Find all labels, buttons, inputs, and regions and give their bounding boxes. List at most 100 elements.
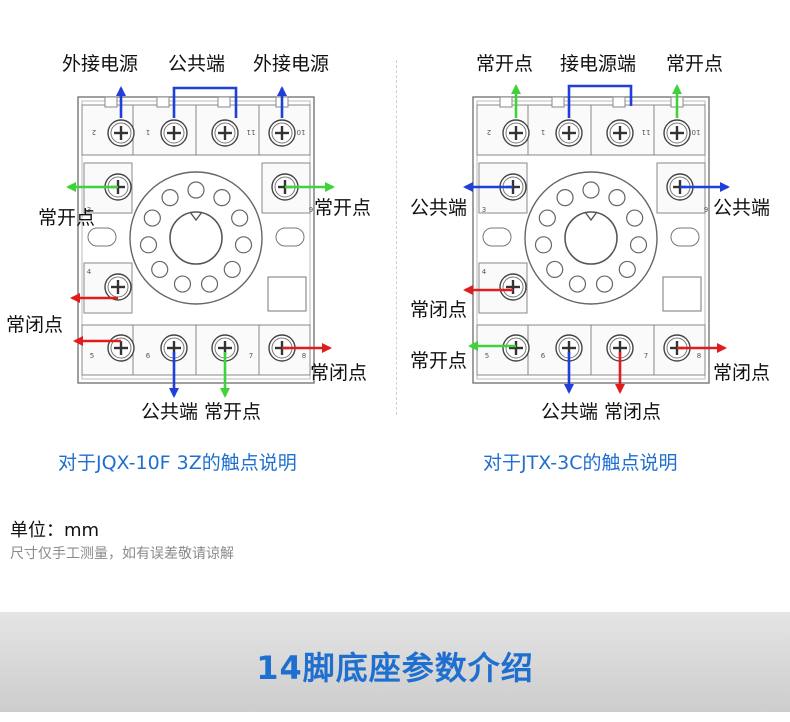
common-bracket xyxy=(567,84,633,118)
label-side-left-mid: 常闭点 xyxy=(410,299,468,321)
label-top-left: 外接电源 xyxy=(62,53,139,75)
arrow-nc-left-head xyxy=(70,293,80,303)
pin-hole xyxy=(151,260,169,279)
terminal-number: 8 xyxy=(302,352,306,360)
terminal-screw-ring xyxy=(666,122,688,144)
arrow-power-right-head xyxy=(277,86,287,96)
mount-tab xyxy=(267,276,307,312)
diagram-divider xyxy=(396,60,397,415)
strip-tab xyxy=(551,96,565,108)
arrow-no-bottom-head xyxy=(220,388,230,398)
pin-hole xyxy=(143,209,161,227)
terminal-number: 11 xyxy=(642,128,651,136)
center-key-hole xyxy=(564,211,618,265)
label-side-left-lower: 常闭点 xyxy=(6,314,64,336)
socket-inner-edge xyxy=(476,100,706,380)
label-top-right: 常开点 xyxy=(666,53,724,75)
label-side-right-lower: 常闭点 xyxy=(713,362,771,384)
terminal-screw-ring xyxy=(502,276,524,298)
terminal-screw-ring xyxy=(110,337,132,359)
side-slot xyxy=(87,227,117,247)
pin-hole xyxy=(608,189,626,207)
key-notch xyxy=(189,211,203,222)
terminal-number: 10 xyxy=(692,128,701,136)
label-side-right-upper: 常开点 xyxy=(314,197,372,219)
terminal-screw-ring xyxy=(214,122,236,144)
terminal-number: 7 xyxy=(249,352,253,360)
pin-hole xyxy=(534,236,553,254)
pin-hole xyxy=(173,275,192,293)
pin-hole xyxy=(234,236,253,254)
terminal-number: 2 xyxy=(92,128,96,136)
terminal-screw-ring xyxy=(505,122,527,144)
label-side-left-upper: 常开点 xyxy=(38,207,96,229)
measurement-note: 尺寸仅手工测量，如有误差敬请谅解 xyxy=(10,546,234,562)
terminal-number: 1 xyxy=(146,128,150,136)
arrow-nc-right-head xyxy=(322,343,332,353)
pin-hole xyxy=(200,275,219,293)
pin-hole xyxy=(546,260,564,279)
arrow-no-left-bottom-head xyxy=(468,341,478,351)
pin-hole xyxy=(538,209,556,227)
arrow-common-right-head xyxy=(720,182,730,192)
strip-tab xyxy=(499,96,513,108)
center-key-hole xyxy=(169,211,223,265)
pin-hole xyxy=(231,209,249,227)
label-side-right-upper: 公共端 xyxy=(713,197,771,219)
socket-inner-edge xyxy=(81,100,311,380)
arrow-common-left-head xyxy=(463,182,473,192)
arrow-nc-right-head xyxy=(717,343,727,353)
arrow-nc-left-bottom-head xyxy=(73,336,83,346)
strip-tab xyxy=(156,96,170,108)
arrow-no-left-head xyxy=(511,84,521,94)
terminal-number: 6 xyxy=(541,352,546,360)
arrow-no-right-head xyxy=(672,84,682,94)
terminal-screw-ring xyxy=(505,337,527,359)
terminal-number: 4 xyxy=(482,268,487,276)
terminal-number: 10 xyxy=(297,128,306,136)
terminal-screw-ring xyxy=(558,122,580,144)
terminal-screw-ring xyxy=(163,122,185,144)
arrow-nc-bottom-head xyxy=(615,384,625,394)
pin-hole xyxy=(139,236,158,254)
arrow-no-right-head xyxy=(325,182,335,192)
label-top-right: 外接电源 xyxy=(253,53,330,75)
arrow-common-bottom-head xyxy=(564,384,574,394)
terminal-number: 4 xyxy=(87,268,92,276)
arrow-power-left-head xyxy=(116,86,126,96)
label-top-mid: 接电源端 xyxy=(560,53,637,75)
label-top-mid: 公共端 xyxy=(168,53,226,75)
label-top-left: 常开点 xyxy=(476,53,534,75)
pin-hole xyxy=(618,260,636,279)
pin-hole xyxy=(582,181,600,199)
terminal-screw-ring xyxy=(609,122,631,144)
terminal-number: 9 xyxy=(704,206,708,214)
pin-hole xyxy=(223,260,241,279)
label-side-left-upper: 公共端 xyxy=(410,197,468,219)
terminal-number: 6 xyxy=(146,352,151,360)
arrow-common-bottom-head xyxy=(169,388,179,398)
strip-tab xyxy=(104,96,118,108)
terminal-number: 1 xyxy=(541,128,545,136)
terminal-number: 9 xyxy=(309,206,313,214)
side-slot xyxy=(482,227,512,247)
caption-right: 对于JTX-3C的触点说明 xyxy=(483,452,678,474)
mount-tab xyxy=(662,276,702,312)
terminal-number: 5 xyxy=(485,352,489,360)
banner-title: 14脚底座参数介绍 xyxy=(256,649,534,687)
arrow-nc-left-head xyxy=(463,285,473,295)
side-slot xyxy=(275,227,305,247)
strip-tab xyxy=(612,96,626,108)
terminal-number: 5 xyxy=(90,352,94,360)
pin-hole xyxy=(556,189,574,207)
terminal-screw-ring xyxy=(271,122,293,144)
label-side-left-lower: 常开点 xyxy=(410,350,468,372)
terminal-number: 3 xyxy=(87,206,91,214)
terminal-screw-ring xyxy=(110,122,132,144)
section-banner: 14脚底座参数介绍 xyxy=(0,612,790,712)
label-side-right-lower: 常闭点 xyxy=(310,362,368,384)
